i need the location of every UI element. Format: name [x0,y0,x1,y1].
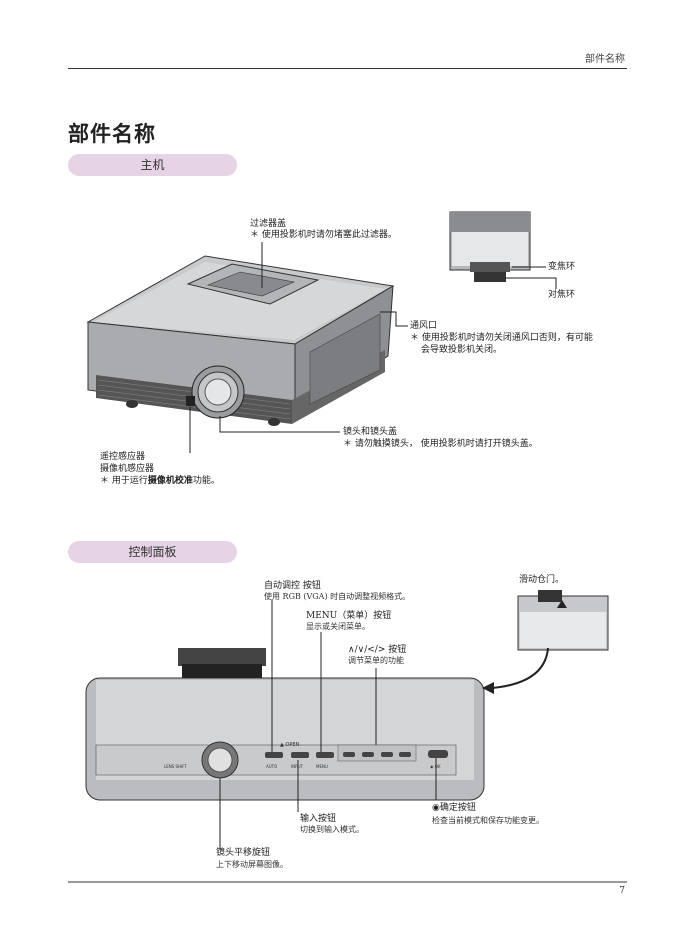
section-heading-main-unit: 主机 [68,154,237,176]
filter-cover-note: ＊ 使用投影机时请勿堵塞此过滤器。 [250,230,397,240]
vent-label: 通风口 [410,321,438,331]
panel-ok-label: ◉ OK [430,764,441,769]
arrow-buttons-desc: 调节菜单的功能 [348,656,404,665]
panel-lens-shift-label: LENS SHIFT [164,764,187,769]
menu-button-desc: 显示或关闭菜单。 [306,622,370,631]
sensor-note: ＊ 用于运行摄像机校准功能。 [100,476,220,486]
slide-door-label: 滑动仓门。 [519,575,565,585]
input-button-label: 输入按钮 [300,814,337,824]
panel-menu-label: MENU [316,764,328,769]
lens-note: ＊ 请勿触摸镜头， 使用投影机时请打开镜头盖。 [343,439,538,449]
auto-button-label: 自动调控 按钮 [264,581,321,591]
panel-auto-label: AUTO [266,764,278,769]
remote-sensor-label: 遥控感应器 [100,452,146,462]
camera-sensor-label: 摄像机感应器 [100,464,155,474]
filter-cover-label: 过滤器盖 [250,219,287,229]
running-header: 部件名称 [585,54,625,65]
zoom-ring-label: 变焦环 [548,262,576,272]
lens-shift-knob-label: 镜头平移旋钮 [216,848,271,858]
auto-button-desc: 使用 RGB (VGA) 时自动调整视频格式。 [264,592,411,601]
input-button-desc: 切换到输入模式。 [300,825,364,834]
panel-open-label: ▲ OPEN [280,742,300,748]
vent-note-line2: 会导致投影机关闭。 [421,345,503,355]
focus-ring-label: 对焦环 [548,290,576,300]
lens-shift-knob-desc: 上下移动屏幕图像。 [216,860,288,869]
menu-button-label: MENU（菜单）按钮 [306,611,392,621]
ok-button-desc: 检查当前模式和保存功能变更。 [432,816,544,825]
vent-note-line1: ＊ 使用投影机时请勿关闭通风口否则，有可能 [410,333,593,343]
page-title: 部件名称 [68,122,156,146]
page-number: 7 [619,886,625,896]
panel-input-label: INPUT [291,764,303,769]
header-rule [68,68,627,69]
arrow-buttons-label: ∧/∨/</> 按钮 [348,645,407,655]
ok-button-label: ◉确定按钮 [432,803,476,813]
lens-label: 镜头和镜头盖 [343,427,398,437]
section-heading-control-panel: 控制面板 [68,541,237,563]
